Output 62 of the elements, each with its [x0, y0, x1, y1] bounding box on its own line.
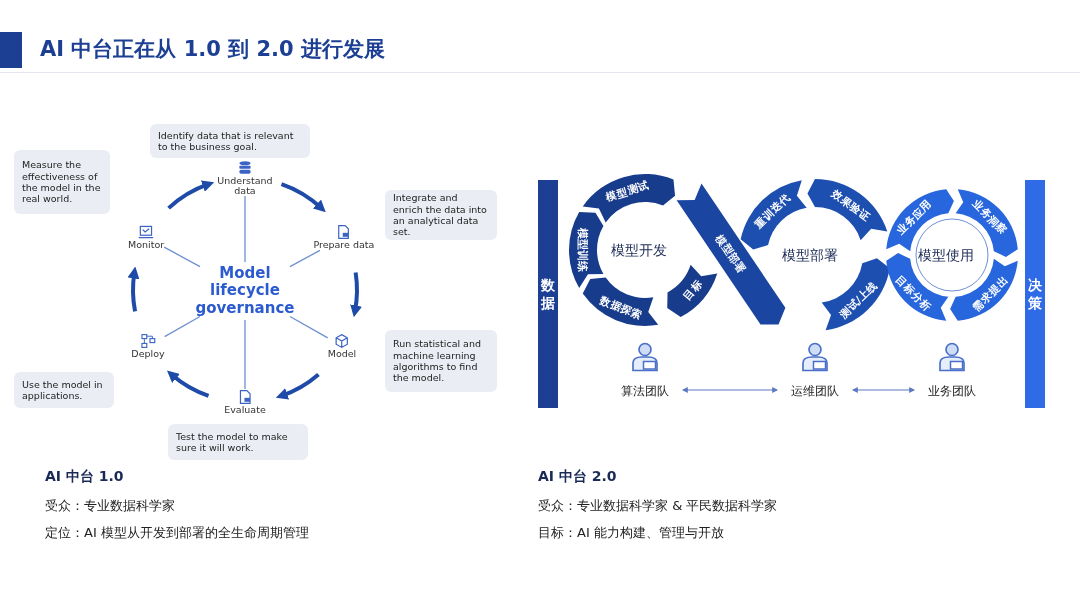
callout-text: Identify data that is relevant to the business goal.	[158, 129, 295, 153]
cycle-arrow	[166, 370, 210, 398]
team-label: 业务团队	[928, 383, 976, 400]
segment-label: 目标	[680, 277, 705, 303]
callout-text: Use the model in applications.	[22, 378, 104, 402]
loop-center-label: 模型开发	[611, 242, 667, 260]
body-text: 受众：专业数据科学家 & 平民数据科学家	[538, 497, 778, 515]
chevron-segment	[667, 264, 718, 318]
segment-label: 目标分析	[894, 273, 934, 313]
spoke-line	[244, 319, 246, 390]
callout-text: Run statistical and machine learning algorithms to find the model.	[393, 338, 482, 384]
cycle-arrow	[127, 266, 140, 312]
cycle-arrow	[349, 272, 362, 318]
chevron-segment	[740, 180, 807, 250]
team-label: 运维团队	[791, 383, 839, 400]
segment-label: 模型部署	[713, 232, 749, 276]
section-heading: AI 中台 1.0	[45, 468, 124, 486]
chevron-segment	[807, 179, 888, 241]
bar-label: 决策	[1027, 275, 1043, 313]
spoke-line	[163, 246, 201, 268]
spoke-line	[289, 315, 329, 339]
double-arrow	[681, 387, 779, 393]
segment-label: 需求提出	[970, 273, 1010, 313]
segment-label: 重训迭代	[751, 190, 792, 230]
stage-label: Model	[327, 349, 357, 359]
body-text: 目标：AI 能力构建、管理与开放	[538, 524, 724, 542]
stage-label: Evaluate	[224, 405, 266, 415]
loop-center-label: 模型使用	[918, 247, 974, 265]
chevron-segment	[582, 277, 659, 326]
cycle-arrow	[280, 182, 326, 212]
stage-label: Monitor	[128, 240, 165, 251]
segment-label: 效果验证	[830, 187, 873, 223]
segment-label: 模型测试	[604, 178, 651, 203]
cycle-arrow	[167, 180, 215, 210]
double-arrow	[851, 387, 916, 393]
segment-label: 业务洞察	[970, 197, 1010, 237]
side-bar	[538, 180, 558, 408]
segment-label: 业务应用	[894, 197, 934, 237]
body-text: 定位：AI 模型从开发到部署的全生命周期管理	[45, 524, 309, 542]
stage-label: Deploy	[131, 349, 165, 359]
loop-center-label: 模型部署	[782, 247, 838, 265]
callout-text: Integrate and enrich the data into an analytical data set.	[393, 192, 488, 238]
spoke-line	[164, 315, 201, 338]
body-text: 受众：专业数据科学家	[45, 497, 175, 515]
stage-label: Prepare data	[313, 240, 375, 251]
callout-text: Test the model to make sure it will work.	[176, 430, 289, 454]
chevron-segment	[569, 212, 604, 288]
team-label: 算法团队	[621, 383, 669, 400]
cycle-arrow	[275, 372, 320, 400]
stage-label: Understand data	[216, 176, 274, 196]
segment-label: 测试/上线	[836, 278, 880, 321]
section-heading: AI 中台 2.0	[538, 468, 617, 486]
side-bar	[1025, 180, 1045, 408]
segment-label: 模型训练	[577, 228, 589, 272]
bar-label: 数据	[540, 275, 556, 313]
spoke-line	[289, 249, 321, 268]
center-title: Model lifecycle governance	[195, 265, 295, 317]
spoke-line	[244, 195, 246, 263]
callout-text: Measure the effectiveness of the model in the real world.	[22, 159, 102, 205]
chevron-segment	[582, 174, 676, 223]
segment-label: 数据探索	[598, 293, 644, 322]
slide-title: AI 中台正在从 1.0 到 2.0 进行发展	[40, 36, 386, 63]
